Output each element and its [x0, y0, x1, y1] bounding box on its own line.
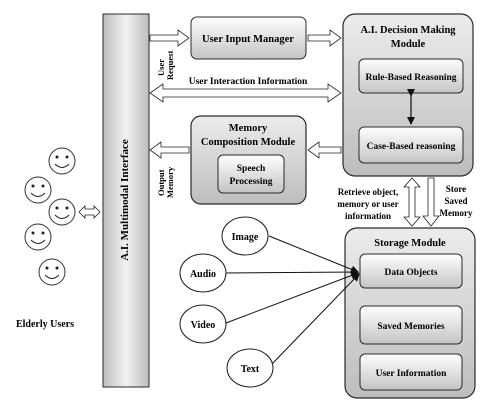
decision-module-box: A.I. Decision Making Module Rule-Based R… [342, 13, 474, 177]
audio-ellipse [179, 253, 227, 293]
text-arrow [271, 273, 360, 365]
input-modalities: Image Audio Video Text [179, 216, 360, 388]
memory-composition-box: Memory Composition Module Speech Process… [190, 115, 307, 205]
face-icon [24, 223, 52, 251]
case-based-box [358, 126, 464, 164]
store-label-3: Memory [440, 208, 473, 218]
text-ellipse [226, 348, 274, 388]
user-information-label: User Information [376, 369, 448, 379]
text-label: Text [241, 364, 260, 375]
face-icon [48, 147, 76, 175]
retrieve-label-2: memory or user [337, 199, 398, 209]
memory-module-title-2: Composition Module [201, 137, 296, 148]
storage-module-title: Storage Module [374, 238, 446, 249]
rule-based-label: Rule-Based Reasoning [365, 73, 456, 83]
video-arrow [225, 271, 359, 324]
speech-processing-label-2: Processing [229, 177, 272, 187]
case-based-label: Case-Based reasoning [367, 142, 456, 152]
speech-processing-box [217, 154, 285, 194]
audio-label: Audio [190, 269, 216, 280]
retrieve-label-3: information [345, 211, 391, 221]
saved-memories-box [359, 305, 463, 345]
image-ellipse [221, 216, 269, 256]
user-input-manager-box: User Input Manager [190, 16, 307, 60]
elderly-users-label: Elderly Users [16, 319, 74, 330]
user-information-box [359, 353, 463, 391]
video-ellipse [179, 304, 227, 344]
data-objects-box [359, 253, 463, 289]
decision-to-memory-arrow [307, 141, 342, 159]
store-label-1: Store [446, 184, 466, 194]
retrieve-label-1: Retrieve object, [338, 187, 398, 197]
user-request-label-1: User [156, 59, 166, 76]
users-interface-arrow [78, 205, 101, 219]
user-input-manager-label: User Input Manager [202, 34, 294, 45]
user-request-label-2: Request [165, 51, 175, 80]
user-request-arrow [149, 29, 190, 47]
face-icon [38, 258, 66, 286]
input-to-decision-arrow [307, 29, 342, 47]
face-icon [48, 198, 76, 226]
image-label: Image [232, 232, 259, 243]
output-memory-label-1: Output [156, 169, 166, 196]
storage-module-box: Storage Module Data Objects Saved Memori… [344, 227, 476, 399]
video-label: Video [191, 320, 216, 331]
multimodal-interface-panel: A.I. Multimodal Interface [102, 13, 150, 388]
retrieve-arrow [403, 177, 421, 227]
store-memory-arrow [422, 177, 440, 227]
store-label-2: Saved [444, 196, 467, 206]
saved-memories-label: Saved Memories [377, 322, 445, 332]
face-icon [24, 176, 52, 204]
interface-label: A.I. Multimodal Interface [119, 139, 131, 261]
speech-processing-label-1: Speech [237, 164, 266, 174]
image-arrow [268, 235, 359, 274]
output-memory-arrow [149, 141, 190, 159]
interaction-info-label: User Interaction Information [189, 77, 308, 87]
memory-module-title-1: Memory [229, 123, 268, 134]
decision-module-title-2: Module [391, 39, 426, 50]
output-memory-label-2: Memory [165, 166, 175, 198]
interaction-info-arrow: User Interaction Information [149, 77, 342, 103]
audio-arrow [225, 268, 359, 277]
data-objects-label: Data Objects [384, 268, 437, 278]
elderly-users-group: Elderly Users [16, 147, 76, 330]
decision-module-title-1: A.I. Decision Making [360, 25, 456, 36]
